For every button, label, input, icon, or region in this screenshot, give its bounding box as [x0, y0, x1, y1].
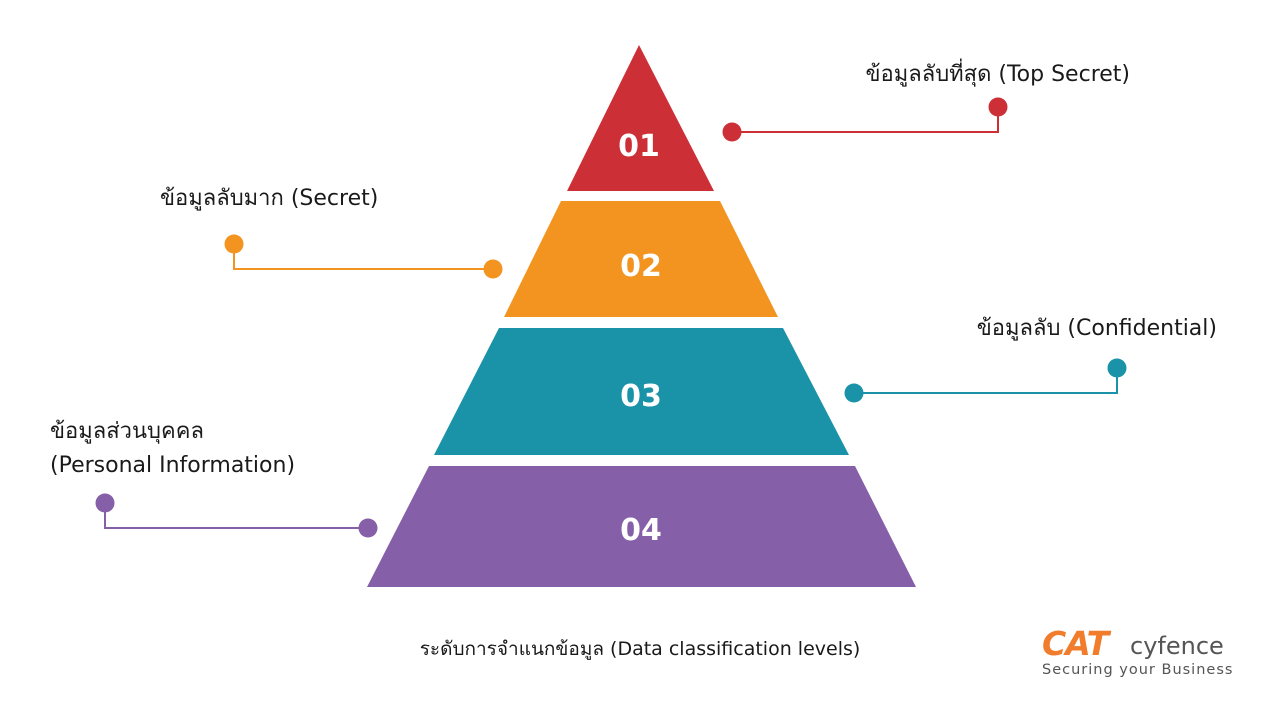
- connector-top-secret-dot-end: [988, 97, 1008, 117]
- connector-personal: [95, 493, 378, 538]
- label-personal-english: (Personal Information): [50, 453, 296, 478]
- tier-02-number: 02: [620, 249, 662, 284]
- logo-tagline: Securing your Business: [1042, 662, 1234, 678]
- connector-secret-dot-end: [483, 259, 503, 279]
- tier-03-number: 03: [620, 379, 662, 414]
- connector-top-secret: [722, 97, 1008, 142]
- connector-secret-dot-start: [224, 234, 244, 254]
- label-top-secret: ข้อมูลลับที่สุด (Top Secret): [865, 62, 1131, 87]
- tier-03-shape: [434, 328, 849, 455]
- label-personal-information: ข้อมูลส่วนบุคคล (Personal Information): [50, 415, 295, 483]
- diagram-caption: ระดับการจำแนกข้อมูล (Data classification…: [419, 638, 861, 660]
- connector-confidential-dot-start: [844, 383, 864, 403]
- tier-02: 02: [504, 201, 778, 317]
- logo-product-cyfence: cyfence: [1130, 632, 1224, 660]
- tier-01: 01: [567, 45, 714, 191]
- connector-confidential-dot-end: [1107, 358, 1127, 378]
- label-personal-thai: ข้อมูลส่วนบุคคล: [50, 419, 204, 444]
- connector-personal-dot-start: [95, 493, 115, 513]
- cat-cyfence-logo: CAT cyfence Securing your Business: [1040, 624, 1240, 682]
- logo-brand-cat: CAT: [1042, 624, 1109, 663]
- connector-confidential: [844, 358, 1127, 403]
- connector-secret-line: [233, 244, 493, 270]
- tier-02-shape: [504, 201, 778, 317]
- tier-04-shape: [367, 466, 916, 587]
- tier-01-shape: [567, 45, 714, 191]
- connector-confidential-line: [854, 368, 1118, 394]
- connector-top-secret-dot-start: [722, 122, 742, 142]
- label-secret: ข้อมูลลับมาก (Secret): [160, 186, 379, 211]
- tier-04-number: 04: [620, 513, 662, 548]
- connector-personal-dot-end: [358, 518, 378, 538]
- connector-top-secret-line: [732, 107, 999, 133]
- connector-secret: [224, 234, 503, 279]
- label-confidential: ข้อมูลลับ (Confidential): [976, 316, 1217, 341]
- tier-03: 03: [434, 328, 849, 455]
- tier-01-number: 01: [618, 129, 660, 164]
- tier-04: 04: [367, 466, 916, 587]
- connector-personal-line: [104, 503, 368, 529]
